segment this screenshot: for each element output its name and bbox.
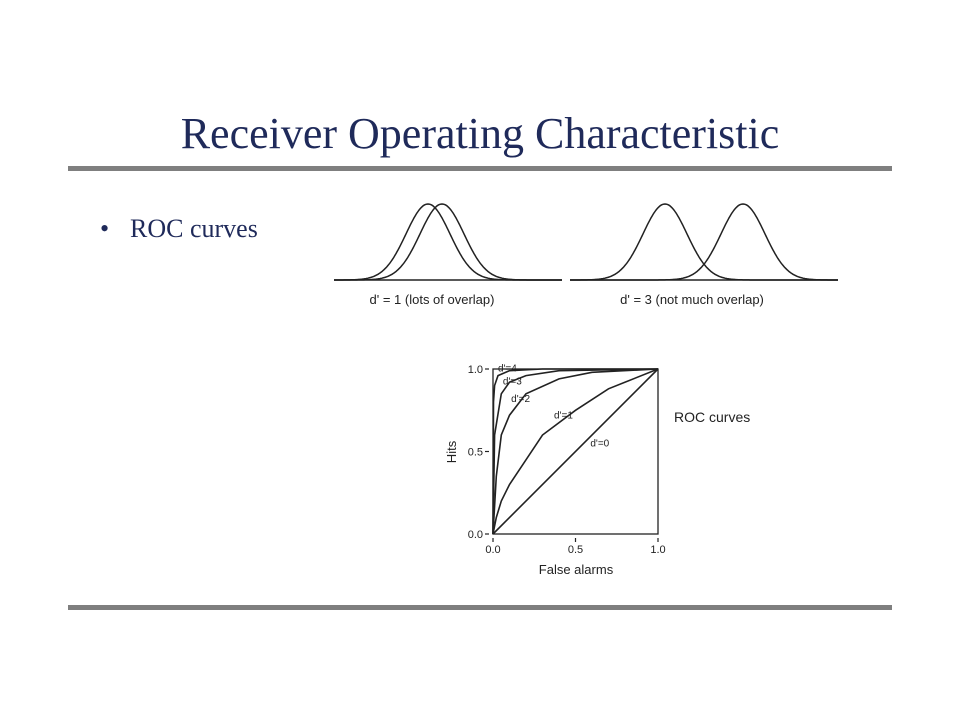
slide-title: Receiver Operating Characteristic xyxy=(180,109,780,158)
roc-curve-label-dprime-3: d'=3 xyxy=(503,377,522,388)
x-tick-label: 0.0 xyxy=(485,544,500,556)
roc-curve-label-dprime-1: d'=1 xyxy=(554,411,573,422)
roc-curve-dprime-2 xyxy=(492,368,659,535)
roc-series-group: d'=4 d'=3 d'=2 d'=1 d'=0 xyxy=(492,363,659,535)
bullet-text: ROC curves xyxy=(130,214,258,243)
y-tick-label: 1.0 xyxy=(468,364,483,376)
distribution-panel-1: d' = 1 (lots of overlap) xyxy=(334,203,562,307)
roc-curve-dprime-1 xyxy=(492,368,659,535)
y-axis-label: Hits xyxy=(444,440,459,463)
x-tick-label: 1.0 xyxy=(650,544,665,556)
roc-curve-dprime-4 xyxy=(492,368,658,535)
roc-side-label: ROC curves xyxy=(674,409,750,425)
bullet-item: • ROC curves xyxy=(100,214,258,244)
bullet-dot: • xyxy=(100,214,110,243)
roc-curve-dprime-3 xyxy=(492,368,659,535)
title-divider xyxy=(68,166,892,171)
distribution-panel-2: d' = 3 (not much overlap) xyxy=(570,203,838,307)
roc-curve-label-dprime-0: d'=0 xyxy=(590,439,609,450)
x-axis-label: False alarms xyxy=(539,562,614,577)
y-tick-label: 0.0 xyxy=(468,529,483,541)
y-tick-label: 0.5 xyxy=(468,447,483,459)
roc-curve-label-dprime-4: d'=4 xyxy=(498,363,517,374)
noise-distribution-curve xyxy=(334,203,562,281)
footer-divider xyxy=(68,605,892,610)
noise-distribution-curve xyxy=(570,203,838,281)
distribution-caption: d' = 1 (lots of overlap) xyxy=(370,292,495,307)
roc-curve-label-dprime-2: d'=2 xyxy=(511,394,530,405)
distribution-caption: d' = 3 (not much overlap) xyxy=(620,292,764,307)
signal-distribution-curve xyxy=(570,203,838,281)
roc-curve-dprime-0 xyxy=(492,368,659,535)
signal-distribution-curve xyxy=(334,203,562,281)
x-tick-label: 0.5 xyxy=(568,544,583,556)
